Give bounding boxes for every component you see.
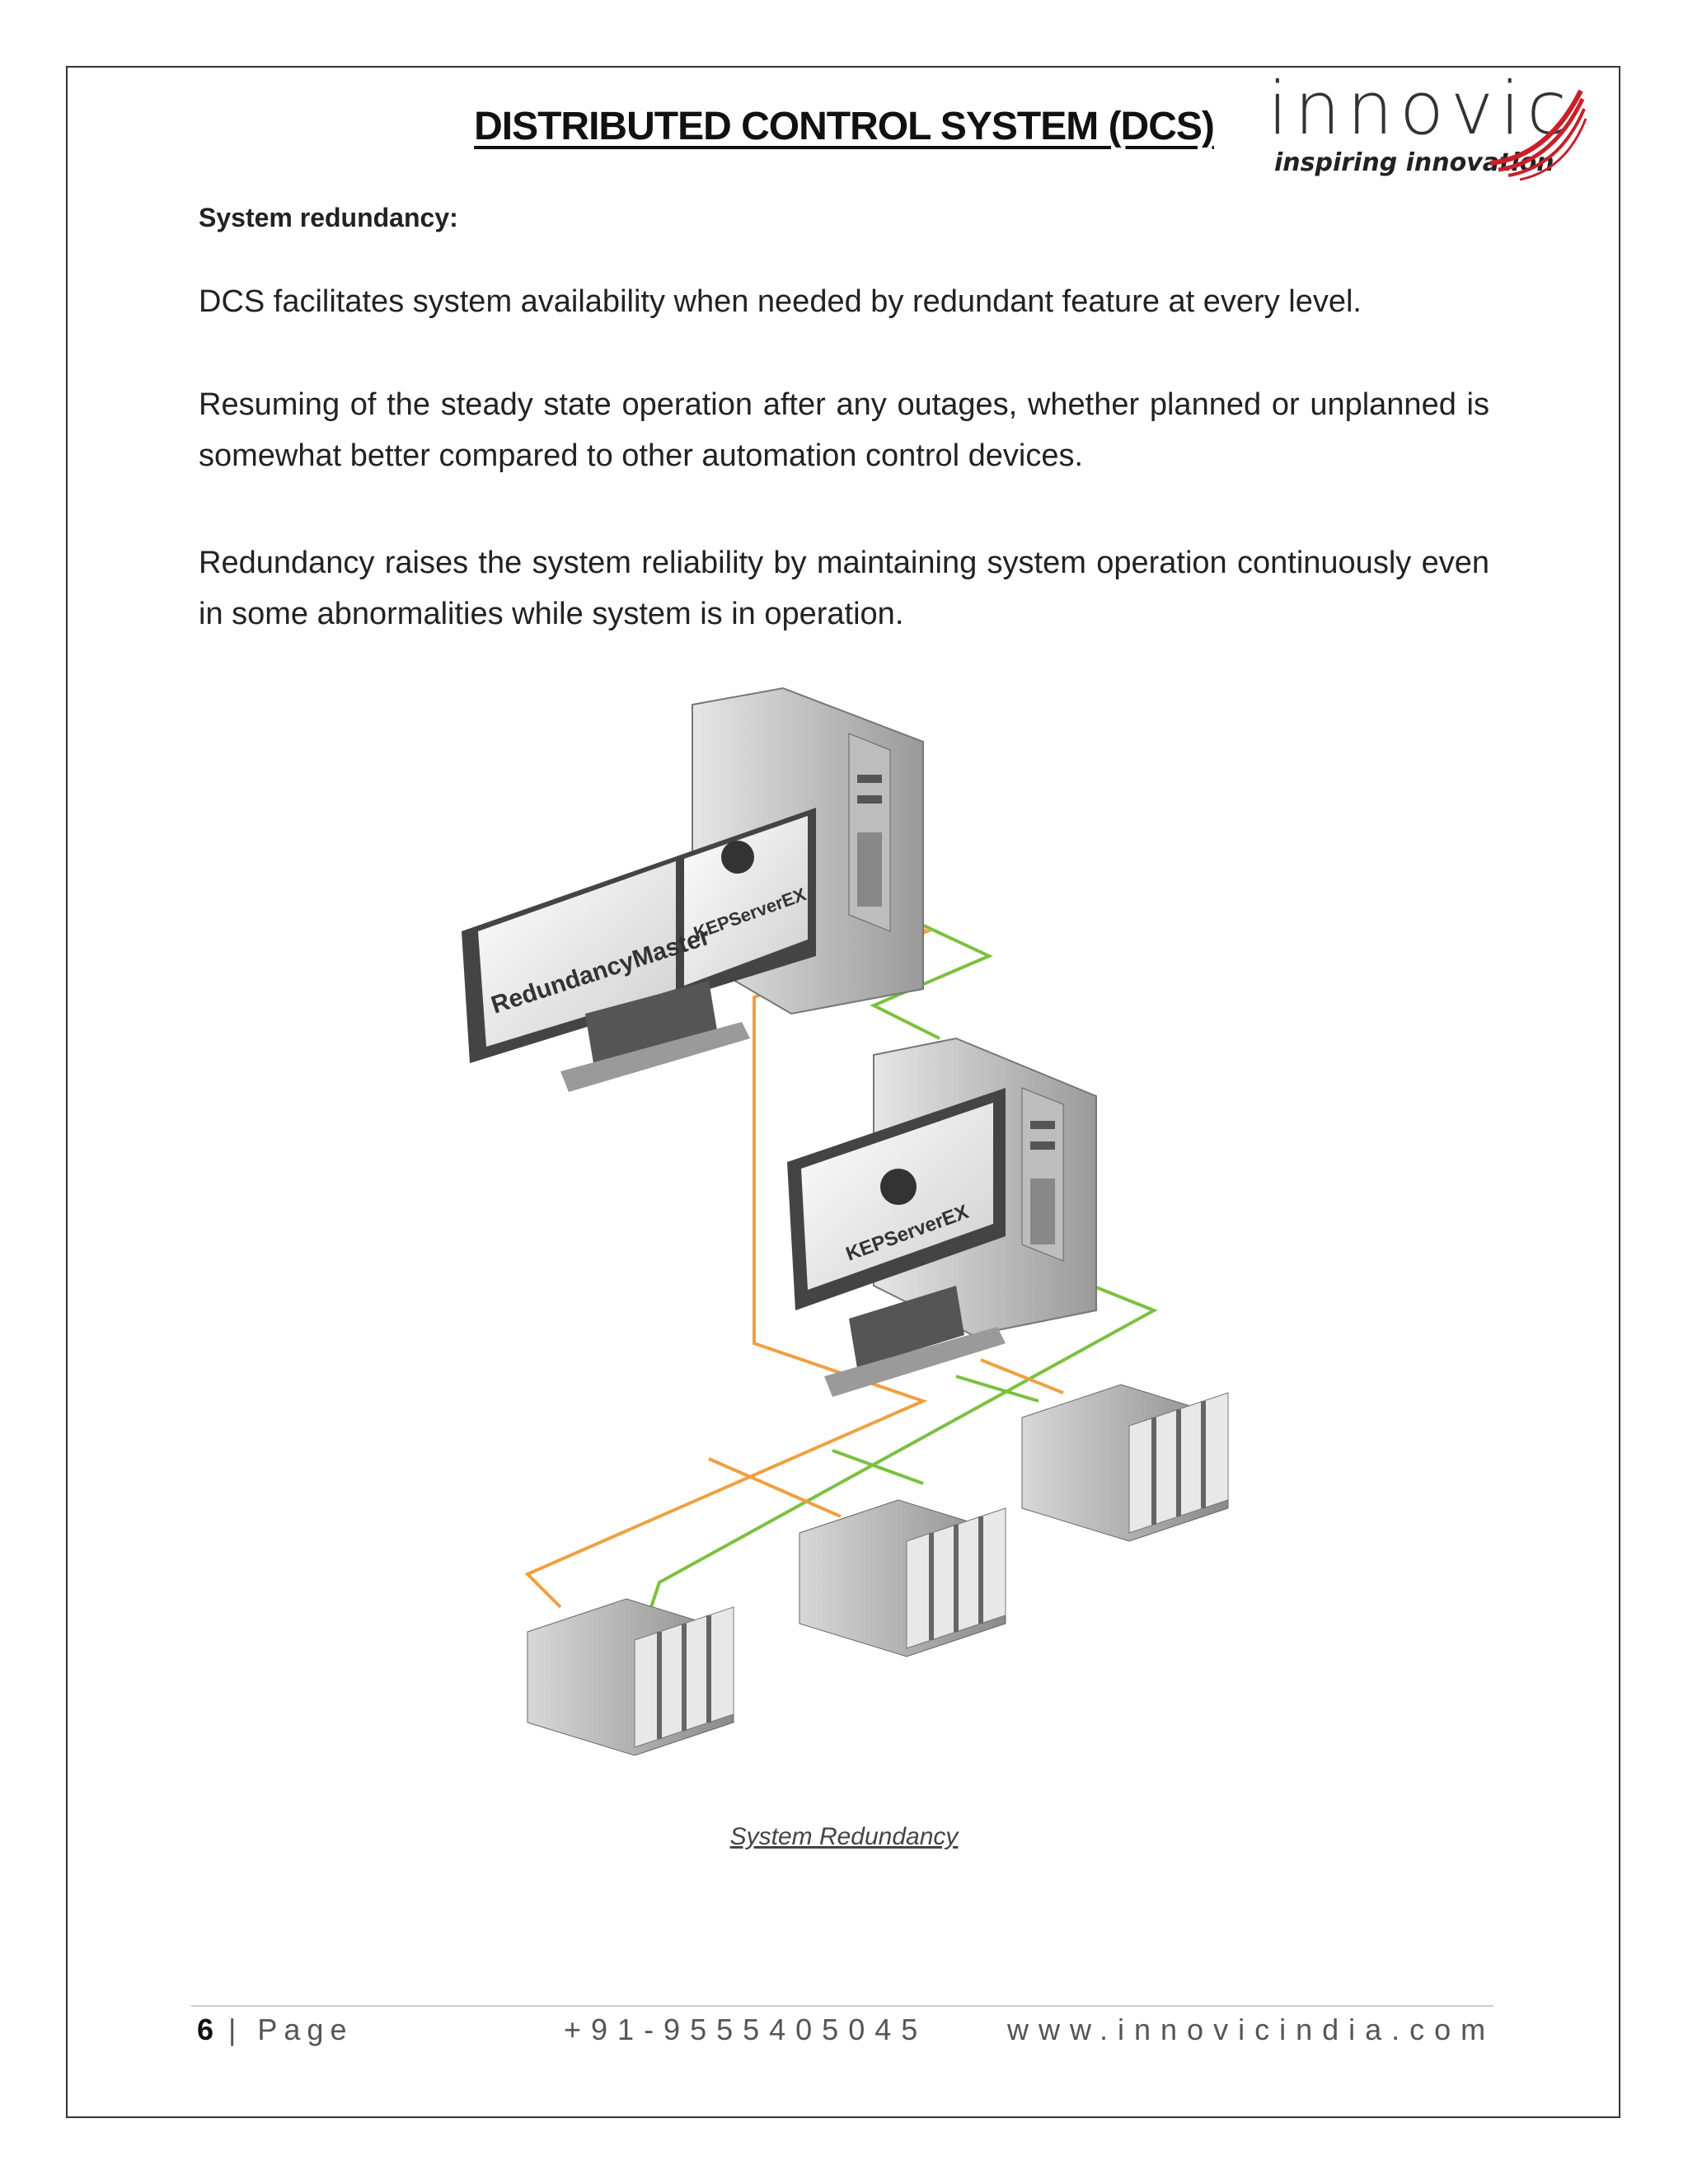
plc-rack-1 bbox=[527, 1598, 734, 1755]
logo-tagline: inspiring innovation bbox=[1274, 148, 1554, 177]
section-heading: System redundancy: bbox=[199, 203, 458, 232]
monitor-secondary: KEPServerEX bbox=[787, 1088, 1006, 1397]
logo-swoosh-icon bbox=[1490, 89, 1587, 181]
figure-caption: System Redundancy bbox=[729, 1823, 959, 1850]
footer-phone: +91-9555405045 bbox=[564, 2013, 928, 2046]
plc-rack-2 bbox=[799, 1499, 1006, 1657]
redundancy-diagram: RedundancyMaster KEPServerEX KEPServerEX bbox=[462, 687, 1229, 1755]
innovic-logo: innovic inspiring innovation bbox=[1268, 66, 1606, 190]
page-label: | Page bbox=[228, 2013, 354, 2046]
footer-divider bbox=[191, 2005, 1493, 2007]
plc-rack-3 bbox=[1021, 1384, 1229, 1542]
page-border bbox=[66, 66, 1620, 2118]
logo-wordmark: innovic bbox=[1268, 66, 1573, 151]
page-number: 6 bbox=[197, 2013, 214, 2046]
paragraph-2: Resuming of the steady state operation a… bbox=[199, 387, 1489, 473]
dual-monitor-primary: RedundancyMaster KEPServerEX bbox=[462, 808, 816, 1092]
footer-page: 6 | Page bbox=[197, 2013, 353, 2047]
paragraph-3: Redundancy raises the system reliability… bbox=[199, 546, 1489, 631]
page-title: DISTRIBUTED CONTROL SYSTEM (DCS) bbox=[474, 105, 1215, 148]
paragraph-1: DCS facilitates system availability when… bbox=[199, 284, 1362, 319]
footer-website: www.innovicindia.com bbox=[1007, 2013, 1496, 2046]
